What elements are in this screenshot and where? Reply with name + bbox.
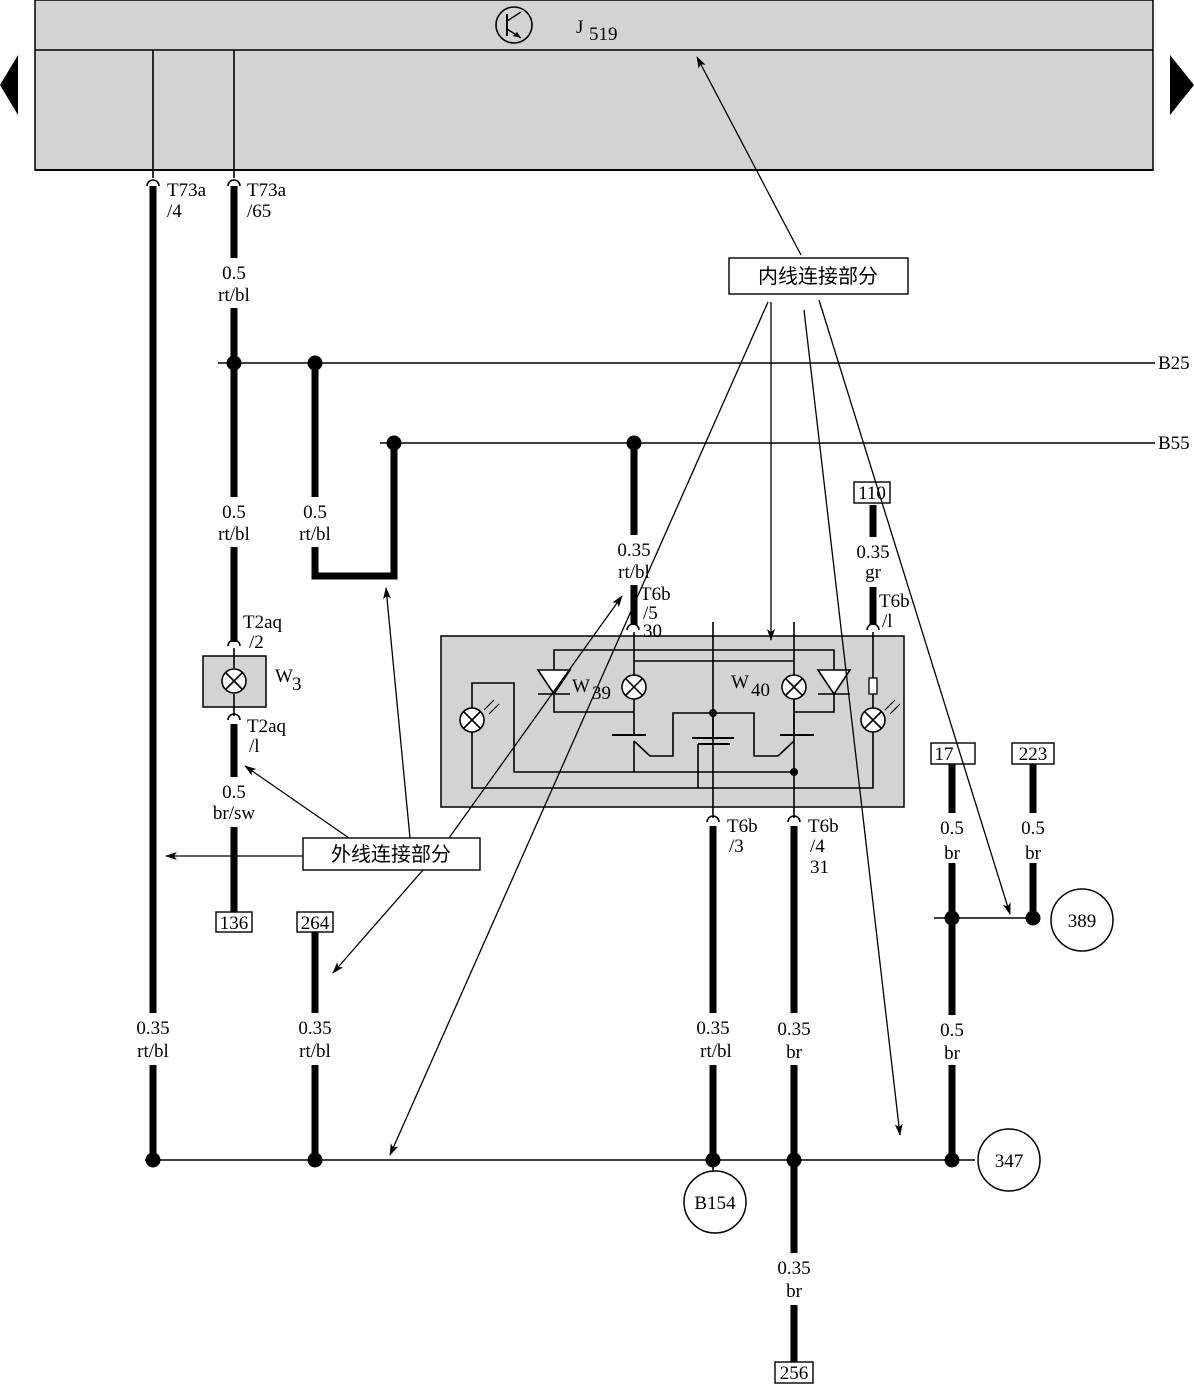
connector-t6b-5-pin: /5 — [643, 603, 658, 624]
reference-box-label: 223 — [1019, 744, 1048, 765]
connector-t73a-65-pin: /65 — [247, 201, 271, 222]
connector-t6b-3-pin: /3 — [729, 836, 744, 857]
wire-label-size: 0.35 — [696, 1018, 729, 1039]
lamp-w39-name: W — [572, 676, 590, 697]
connector-t2aq-2-label: T2aq — [243, 612, 283, 633]
wire-label-color: gr — [865, 562, 882, 583]
connector-t6b-5-label: T6b — [640, 584, 671, 605]
control-unit-panel — [34, 0, 1154, 171]
wire-label-size: 0.5 — [940, 818, 964, 839]
lamp-icon — [781, 674, 807, 700]
switch-icon — [692, 713, 734, 745]
reference-box-label: 264 — [301, 913, 330, 934]
module-name: J — [576, 17, 583, 38]
triangle-right-icon[interactable] — [1170, 55, 1194, 115]
reference-box-label: 256 — [780, 1363, 809, 1384]
bus-b55-label: B55 — [1158, 433, 1190, 454]
wire-labels: 0.5 rt/bl 0.5 rt/bl 0.5 rt/bl 0.35 rt/bl… — [136, 263, 1045, 1302]
connector-labels: T73a /4 T73a /65 T2aq /2 T2aq /l T6b /5 … — [167, 180, 910, 878]
switch-icon — [612, 722, 651, 772]
wire-label-color: br — [786, 1042, 803, 1063]
reference-box-label: 136 — [220, 913, 249, 934]
lamp-icon — [860, 699, 901, 733]
reference-boxes: 110 17 223 136 264 256 — [215, 481, 1055, 1384]
connector-t6b-4-terminal: 31 — [810, 857, 829, 878]
wire-label-color: rt/bl — [618, 562, 650, 583]
wire-label-size: 0.35 — [777, 1019, 810, 1040]
annotation-external: 外线连接部分 — [302, 837, 481, 871]
connector-t2aq-1-label: T2aq — [247, 716, 287, 737]
connector-t6b-3-label: T6b — [727, 816, 758, 837]
lamp-w40-subscript: 40 — [751, 680, 770, 701]
reference-circles: 389 347 B154 — [683, 888, 1114, 1234]
lamp-icon — [621, 674, 647, 700]
transistor-icon — [495, 6, 533, 44]
label-backgrounds — [125, 258, 1060, 1305]
triangle-left-icon[interactable] — [0, 55, 18, 115]
wire-b25-b55-loop — [311, 363, 398, 580]
wire-label-color: rt/bl — [218, 285, 250, 306]
annotation-internal-label: 内线连接部分 — [758, 264, 878, 288]
connector-t6b-1-label: T6b — [879, 591, 910, 612]
reference-circle-label: 389 — [1068, 911, 1097, 932]
wire-label-color: rt/bl — [218, 524, 250, 545]
wire-label-color: br — [944, 843, 961, 864]
reference-box-label: 110 — [858, 483, 886, 504]
connector-t2aq-2-pin: /2 — [249, 632, 264, 653]
connector-t73a-65-label: T73a — [247, 180, 287, 201]
switch-icon — [777, 722, 814, 757]
lamp-w3: W 3 — [202, 648, 302, 716]
wire-label-size: 0.5 — [303, 502, 327, 523]
wire-label-size: 0.35 — [617, 540, 650, 561]
wire-label-color: rt/bl — [299, 1041, 331, 1062]
connector-arcs — [146, 179, 880, 823]
module-name-subscript: 519 — [589, 24, 618, 45]
wire-label-size: 0.35 — [136, 1018, 169, 1039]
annotation-arrows — [165, 56, 1011, 1156]
lamp-w40-name: W — [731, 672, 749, 693]
connector-t6b-4-label: T6b — [808, 816, 839, 837]
annotation-internal: 内线连接部分 — [728, 257, 909, 295]
wire-label-size: 0.5 — [940, 1020, 964, 1041]
lamp-w3-subscript: 3 — [292, 674, 302, 695]
reference-circle-label: B154 — [694, 1193, 736, 1214]
wire-label-color: rt/bl — [700, 1041, 732, 1062]
lamp-w3-name: W — [275, 666, 293, 687]
wire-label-color: br/sw — [213, 803, 256, 824]
connector-t73a-4-label: T73a — [167, 180, 207, 201]
connector-t6b-4-pin: /4 — [810, 836, 825, 857]
wire-label-color: rt/bl — [137, 1041, 169, 1062]
wire-label-size: 0.35 — [856, 542, 889, 563]
wire-label-size: 0.5 — [222, 782, 246, 803]
wire-label-color: br — [944, 1043, 961, 1064]
wire-label-size: 0.35 — [298, 1018, 331, 1039]
connector-t6b-1-pin: /l — [882, 611, 893, 632]
wire-label-size: 0.5 — [222, 502, 246, 523]
wire-label-size: 0.5 — [1021, 818, 1045, 839]
wire-label-size: 0.35 — [777, 1258, 810, 1279]
wire-label-color: rt/bl — [299, 524, 331, 545]
connector-t73a-4 — [146, 179, 160, 187]
connector-t2aq-1-pin: /l — [249, 736, 260, 757]
connector-t73a-65 — [227, 179, 241, 187]
reference-box-label: 17 — [935, 744, 954, 765]
annotation-external-label: 外线连接部分 — [331, 842, 451, 866]
connector-t73a-4-pin: /4 — [167, 201, 182, 222]
resistor-icon — [868, 677, 878, 695]
lamp-module-w39-w40: W 39 W 40 — [440, 622, 905, 818]
junction-dots — [145, 355, 1041, 1168]
wire-label-size: 0.5 — [222, 263, 246, 284]
bus-b25-label: B25 — [1158, 353, 1190, 374]
reference-circle-label: 347 — [995, 1151, 1024, 1172]
wire-label-color: br — [786, 1281, 803, 1302]
connector-t6b-5-terminal: 30 — [643, 621, 662, 642]
lamp-icon — [221, 668, 247, 694]
control-unit-j519: J 519 — [34, 0, 1154, 171]
wire-label-color: br — [1025, 843, 1042, 864]
